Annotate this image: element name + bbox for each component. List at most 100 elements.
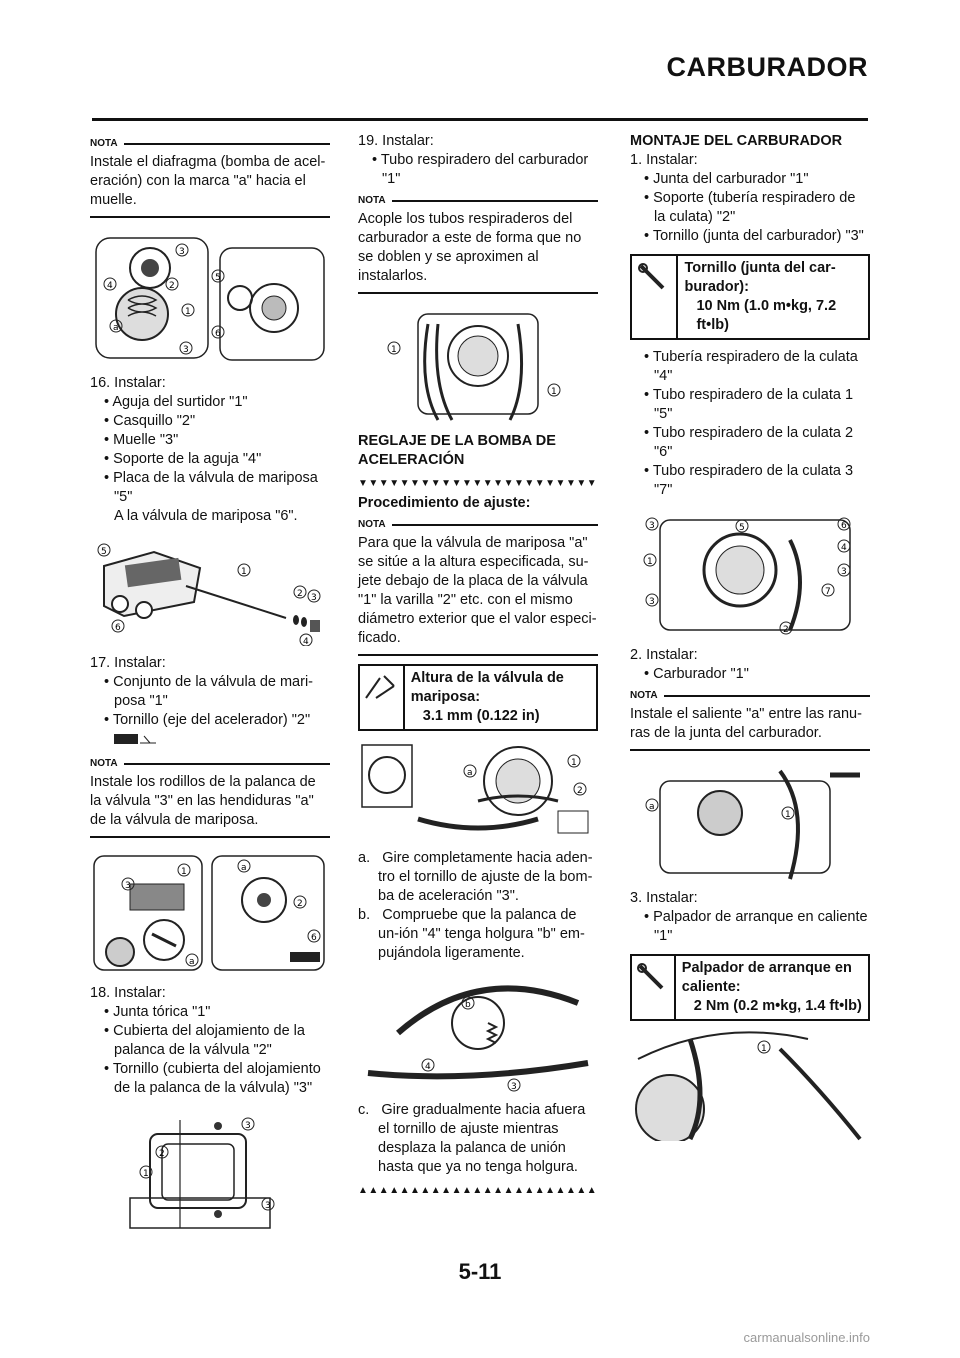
list-item: Soporte (tubería respiradero de la culat…: [653, 190, 856, 225]
list-item: Junta del carburador "1": [653, 171, 809, 187]
figure-breather-tubes: 1 1: [358, 304, 598, 424]
svg-text:6: 6: [215, 329, 221, 339]
svg-text:a: a: [189, 957, 195, 967]
breather-items: • Tubería respiradero de la culata "4" •…: [644, 349, 858, 498]
note-label: NOTA: [90, 758, 118, 769]
step-title: 19. Instalar:: [358, 133, 434, 149]
figure-needle: 5 1 2 3 6 4: [90, 536, 330, 646]
figure-carb-joint: 3 5 6 4 3 1 3 7 2: [630, 510, 870, 638]
page-number: 5-11: [458, 1259, 502, 1284]
spec-label: Altura de la válvula de mariposa:: [410, 670, 564, 705]
list-item: Tubo respiradero del carburador "1": [380, 152, 589, 187]
svg-text:3: 3: [841, 567, 847, 577]
svg-text:4: 4: [841, 543, 847, 553]
list-item: Placa de la válvula de mariposa "5": [113, 470, 318, 505]
figure-diaphragm: 3 4 2 1 a 3 5 6: [90, 228, 330, 366]
spec-box: Tornillo (junta del car-burador): 10 Nm …: [630, 254, 870, 340]
note-text: Instale el diafragma (bomba de acel-erac…: [90, 154, 326, 208]
svg-text:a: a: [467, 768, 473, 778]
torque-wrench-icon: [632, 256, 679, 338]
list-item: Tornillo (cubierta del alojamiento de la…: [112, 1061, 321, 1096]
note-text: Instale el saliente "a" entre las ranu-r…: [630, 706, 862, 741]
svg-text:2: 2: [169, 281, 175, 291]
column-middle: 19. Instalar: • Tubo respiradero del car…: [358, 132, 598, 1201]
note-block: NOTA Instale el diafragma (bomba de acel…: [90, 138, 330, 218]
note-block: NOTA Instale los rodillos de la palanca …: [90, 758, 330, 838]
svg-text:a: a: [113, 323, 119, 333]
svg-text:2: 2: [297, 589, 303, 599]
figure-lever-cover: 2 1 3 3: [90, 1108, 330, 1236]
svg-text:7: 7: [825, 587, 831, 597]
svg-text:5: 5: [215, 273, 221, 283]
list-item: Aguja del surtidor "1": [112, 394, 248, 410]
note-text: Para que la válvula de mariposa "a" se s…: [358, 535, 597, 646]
svg-text:3: 3: [649, 597, 655, 607]
substep-text: Gire completamente hacia aden-tro el tor…: [378, 850, 593, 904]
markers-end: ▲▲▲▲▲▲▲▲▲▲▲▲▲▲▲▲▲▲▲▲▲▲▲▲▲▲▲: [358, 1185, 598, 1196]
list-item: Casquillo "2": [113, 413, 196, 429]
svg-text:1: 1: [647, 557, 653, 567]
column-right: MONTAJE DEL CARBURADOR 1. Instalar: • Ju…: [630, 132, 870, 1149]
spec-box: Palpador de arranque en caliente: 2 Nm (…: [630, 954, 870, 1021]
note-block: NOTA Instale el saliente "a" entre las r…: [630, 690, 870, 751]
svg-text:3: 3: [649, 521, 655, 531]
figure-accel-pump: b 4 3: [358, 973, 598, 1093]
svg-text:b: b: [465, 1000, 471, 1010]
page-title: CARBURADOR: [666, 52, 868, 82]
step-title: 18. Instalar:: [90, 985, 166, 1001]
markers-start: ▼▼▼▼▼▼▼▼▼▼▼▼▼▼▼▼▼▼▼▼▼▼▼▼▼▼▼: [358, 478, 598, 489]
step-17: 17. Instalar: • Conjunto de la válvula d…: [90, 654, 330, 752]
list-item: Soporte de la aguja "4": [113, 451, 262, 467]
measure-icon: [360, 666, 405, 729]
list-item: Tubo respiradero de la culata 2 "6": [652, 425, 854, 460]
step-16: 16. Instalar: • Aguja del surtidor "1" •…: [90, 374, 330, 526]
section-heading: MONTAJE DEL CARBURADOR: [630, 133, 843, 149]
figure-throttle-rollers: 1 3 a a 2 6: [90, 848, 330, 976]
figure-throttle-height: a 1 2: [358, 741, 598, 841]
svg-text:3: 3: [245, 1121, 251, 1131]
svg-text:2: 2: [159, 1149, 165, 1159]
step-3: 3. Instalar: • Palpador de arranque en c…: [630, 889, 870, 946]
spec-label: Tornillo (junta del car-burador):: [684, 260, 836, 295]
column-left: NOTA Instale el diafragma (bomba de acel…: [90, 132, 330, 1244]
note-text: Acople los tubos respiraderos del carbur…: [358, 211, 582, 284]
substeps: a. Gire completamente hacia aden-tro el …: [358, 849, 598, 963]
svg-text:1: 1: [761, 1044, 767, 1054]
substep-text: Gire gradualmente hacia afuera el tornil…: [378, 1102, 586, 1175]
step-2: 2. Instalar: • Carburador "1": [630, 646, 870, 684]
list-item-extra: A la válvula de mariposa "6".: [114, 508, 298, 524]
svg-text:2: 2: [783, 625, 789, 635]
note-block: NOTA Acople los tubos respiraderos del c…: [358, 195, 598, 294]
svg-text:3: 3: [511, 1082, 517, 1092]
svg-text:3: 3: [183, 345, 189, 355]
watermark[interactable]: carmanualsonline.info: [743, 1330, 870, 1345]
procedure-heading: Procedimiento de ajuste:: [358, 495, 531, 511]
svg-text:6: 6: [841, 521, 847, 531]
step-18: 18. Instalar: • Junta tórica "1" • Cubie…: [90, 984, 330, 1098]
svg-text:1: 1: [143, 1169, 149, 1179]
list-item: Conjunto de la válvula de mari-posa "1": [113, 674, 313, 709]
svg-text:1: 1: [185, 307, 191, 317]
svg-text:3: 3: [125, 881, 131, 891]
figure-hot-starter: 1: [630, 1029, 870, 1141]
spec-value: 3.1 mm (0.122 in): [422, 708, 540, 724]
svg-text:4: 4: [425, 1062, 431, 1072]
step-1: 1. Instalar: • Junta del carburador "1" …: [630, 151, 870, 246]
list-item: Tornillo (junta del carburador) "3": [652, 228, 864, 244]
note-label: NOTA: [358, 519, 386, 530]
svg-text:1: 1: [391, 345, 397, 355]
list-item: Tornillo (eje del acelerador) "2": [112, 712, 311, 728]
step-title: 3. Instalar:: [630, 890, 698, 906]
svg-text:1: 1: [241, 567, 247, 577]
substep-key: c.: [358, 1102, 370, 1118]
svg-text:a: a: [649, 802, 655, 812]
svg-text:3: 3: [179, 247, 185, 257]
substep-key: a.: [358, 850, 371, 866]
list-item: Muelle "3": [113, 432, 179, 448]
svg-text:4: 4: [107, 281, 113, 291]
svg-text:1: 1: [571, 758, 577, 768]
svg-text:a: a: [241, 863, 247, 873]
step-title: 16. Instalar:: [90, 375, 166, 391]
svg-text:5: 5: [101, 547, 107, 557]
note-text: Instale los rodillos de la palanca de la…: [90, 774, 316, 828]
